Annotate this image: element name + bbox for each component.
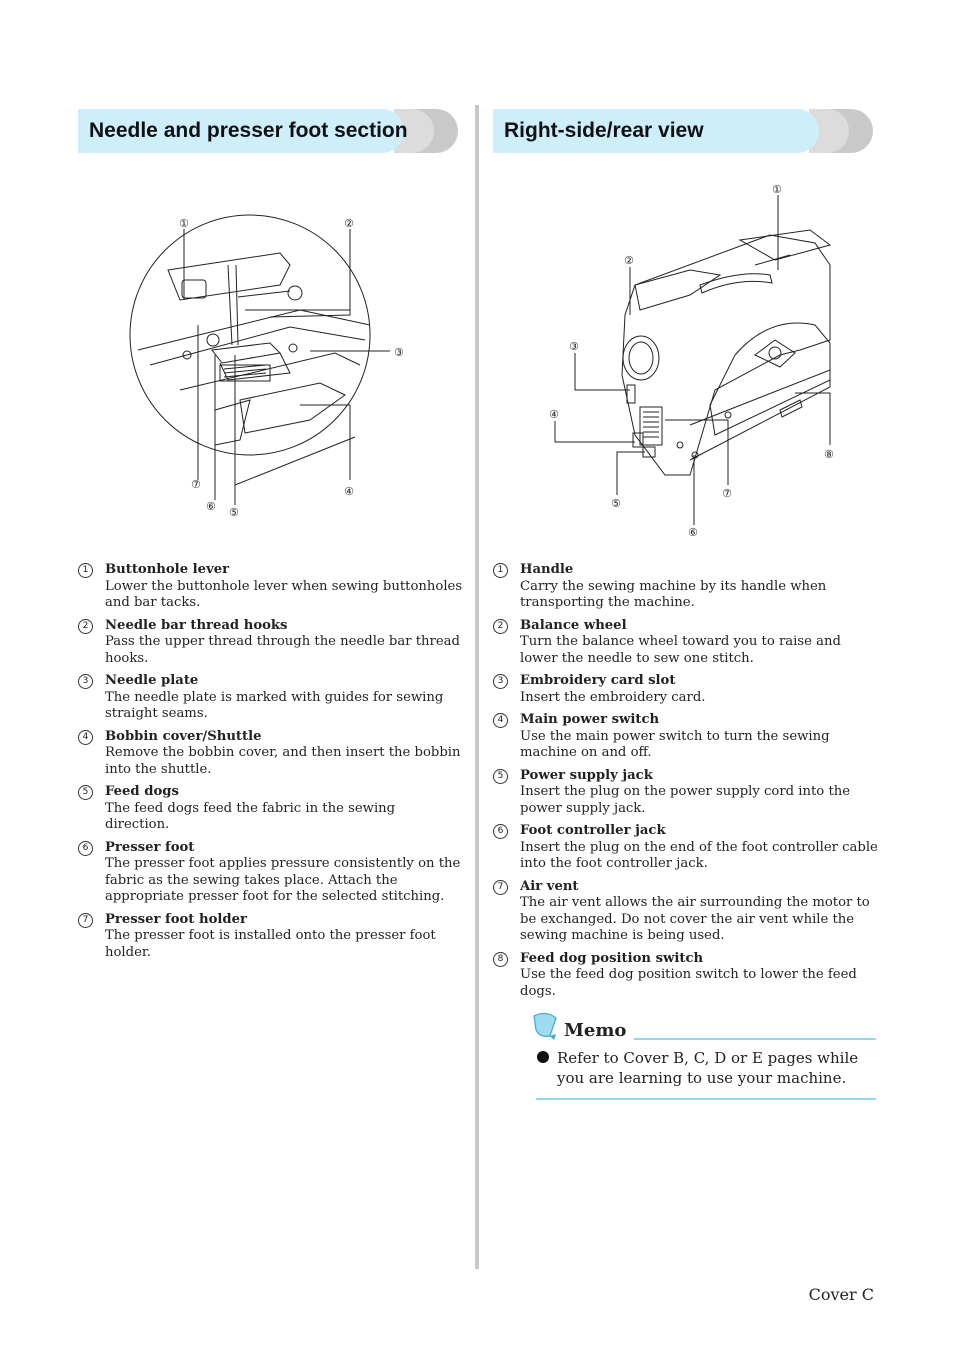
item-number: 2 [493,618,508,634]
callout-1: ① [179,217,189,230]
item-number: 3 [78,674,93,689]
item-description: The presser foot applies pressure consis… [105,856,461,904]
item-number: 4 [78,729,93,745]
item-number: 7 [493,879,508,895]
callout-3: ③ [394,346,404,359]
needle-presser-foot-illustration: ① ② ③ ④ ⑤ ⑥ ⑦ [129,214,404,519]
item-description: The air vent allows the air surrounding … [520,895,870,943]
item-number: 2 [78,618,93,634]
item-term: Foot controller jack [520,823,666,838]
memo-pencil-icon [533,1012,557,1040]
item-description: Remove the bobbin cover, and then insert… [105,745,461,777]
item-term: Presser foot [105,839,195,855]
rear-view-illustration: ① ② ③ ④ ⑤ ⑥ ⑦ ⑧ [549,183,834,539]
page-number: Cover C [808,1285,874,1304]
memo-text: Refer to Cover B, C, D or E pages while … [557,1049,859,1087]
item-term: Feed dogs [105,784,179,799]
memo-rule [634,1038,876,1040]
item-term: Air vent [520,878,579,894]
item-number: 5 [78,785,93,800]
memo-title: Memo [564,1020,627,1041]
callout-2: ② [624,254,634,267]
section-title-rear: Right-side/rear view [504,119,704,142]
memo-bullet: Refer to Cover B, C, D or E pages while … [536,1048,876,1088]
item-description: Insert the plug on the end of the foot c… [520,839,878,872]
callout-8: ⑧ [824,448,834,461]
item-term: Power supply jack [520,767,653,783]
callout-3: ③ [569,340,579,353]
item-description: Use the feed dog position switch to lowe… [520,967,857,999]
item-term: Main power switch [520,712,660,727]
callout-7: ⑦ [722,487,732,500]
banner-background [78,109,404,153]
item-description: Insert the plug on the power supply cord… [520,784,851,816]
callout-1: ① [772,183,782,196]
item-number: 6 [78,840,93,856]
callout-4: ④ [344,485,354,498]
item-description: The needle plate is marked with guides f… [105,689,444,722]
item-description: Pass the upper thread through the needle… [105,634,460,666]
item-term: Presser foot holder [105,911,247,927]
section-banner-rear: Right-side/rear view [493,109,873,153]
item-term: Feed dog position switch [520,950,704,966]
callout-2: ② [344,217,354,230]
item-term: Handle [520,562,574,577]
callout-6: ⑥ [688,526,698,539]
item-number: 6 [493,824,508,839]
bullet-dot [537,1051,549,1063]
item-number: 4 [493,713,508,728]
item-number: 8 [493,951,508,967]
item-description: The feed dogs feed the fabric in the sew… [105,800,396,833]
callout-5: ⑤ [611,497,621,510]
item-term: Needle plate [105,673,199,688]
item-number: 7 [78,912,93,928]
item-number: 1 [493,563,508,578]
item-number: 1 [78,563,93,578]
memo-rule [536,1098,876,1100]
item-term: Embroidery card slot [520,673,676,688]
magnifier-circle [129,214,371,456]
item-description: Turn the balance wheel toward you to rai… [520,634,841,666]
item-term: Bobbin cover/Shuttle [105,728,262,744]
column-divider [475,105,479,1269]
item-term: Buttonhole lever [105,562,230,577]
section-title-needle: Needle and presser foot section [89,119,408,142]
item-description: Carry the sewing machine by its handle w… [520,578,827,611]
callout-6: ⑥ [206,500,216,513]
item-description: Lower the buttonhole lever when sewing b… [105,578,463,611]
item-term: Needle bar thread hooks [105,617,288,633]
item-number: 3 [493,674,508,689]
item-description: Insert the embroidery card. [520,689,706,705]
callout-5: ⑤ [229,506,239,519]
section-banner-needle: Needle and presser foot section [78,109,458,153]
item-number: 5 [493,768,508,784]
item-description: Use the main power switch to turn the se… [520,728,830,761]
item-description: The presser foot is installed onto the p… [105,928,436,960]
callout-7: ⑦ [191,478,201,491]
item-term: Balance wheel [520,617,627,633]
callout-4: ④ [549,408,559,421]
banner-background [493,109,819,153]
